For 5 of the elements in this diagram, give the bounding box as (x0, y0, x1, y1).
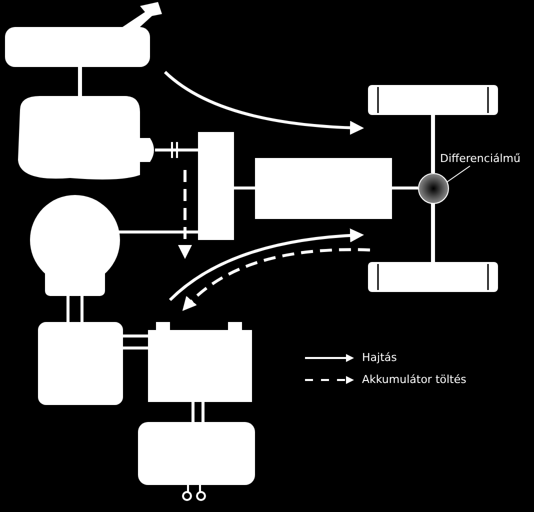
leader-line (446, 166, 470, 182)
part-label: Differenciálmű (440, 152, 520, 165)
legend-label: Hajtás (362, 351, 397, 364)
differential-circle (418, 173, 449, 204)
legend-label: Akkumulátor töltés (362, 373, 466, 386)
